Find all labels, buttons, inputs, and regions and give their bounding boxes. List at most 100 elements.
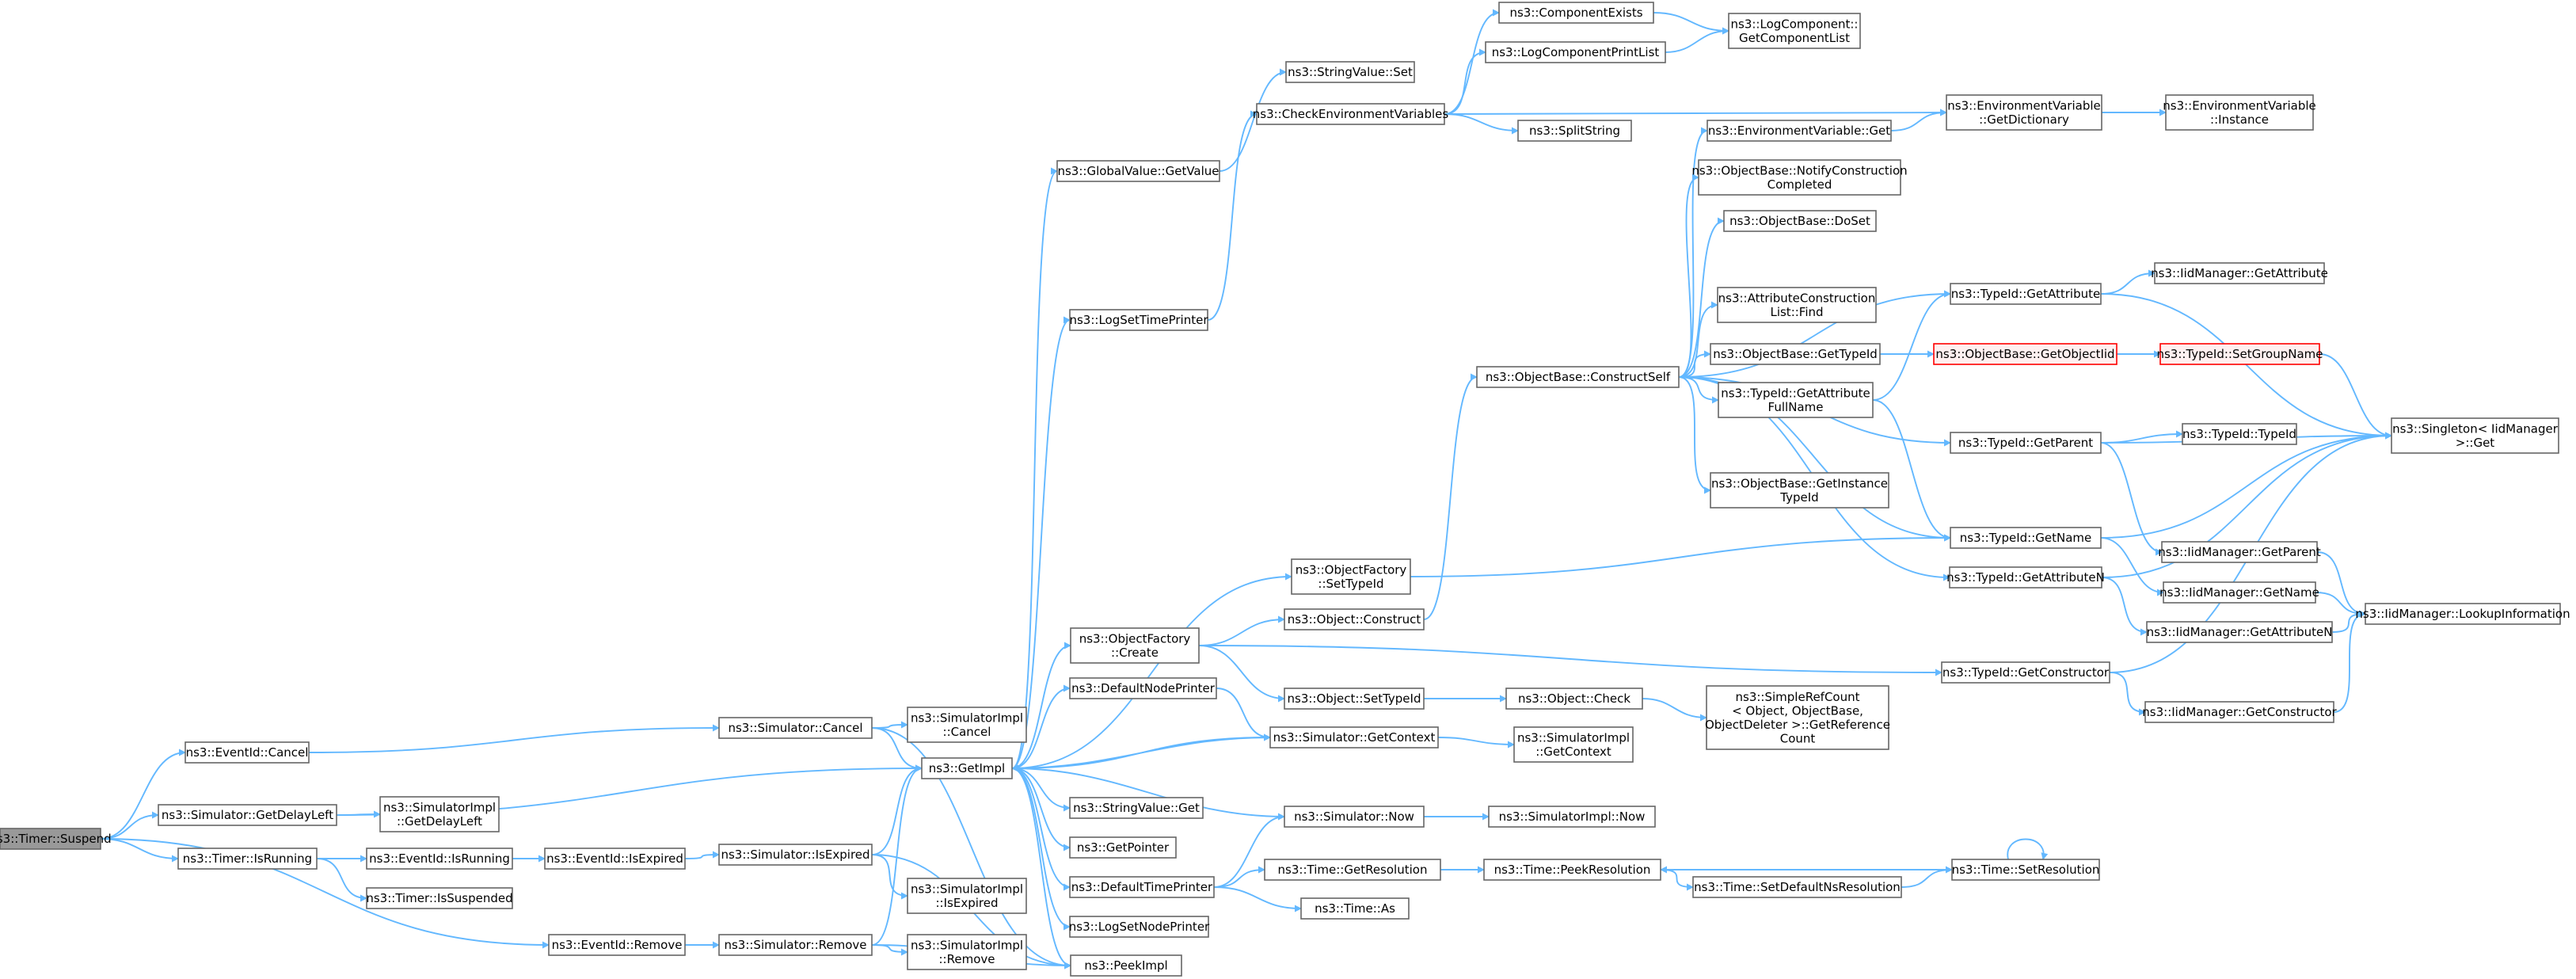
node-sim-remove[interactable]: ns3::Simulator::Remove xyxy=(718,934,873,956)
node-simimpl-getdelayleft[interactable]: ns3::SimulatorImpl::GetDelayLeft xyxy=(379,796,500,832)
node-getpointer[interactable]: ns3::GetPointer xyxy=(1069,836,1177,859)
node-iidmanager-getconstructor[interactable]: ns3::IidManager::GetConstructor xyxy=(2142,701,2338,723)
node-peekimpl[interactable]: ns3::PeekImpl xyxy=(1070,954,1182,977)
node-iidmanager-getparent[interactable]: ns3::IidManager::GetParent xyxy=(2158,541,2321,563)
node-eventid-isexpired[interactable]: ns3::EventId::IsExpired xyxy=(544,848,686,870)
node-box xyxy=(0,828,101,850)
node-checkenv[interactable]: ns3::CheckEnvironmentVariables xyxy=(1253,103,1449,125)
node-simplerefcount-getreferencecount[interactable]: ns3::SimpleRefCount< Object, ObjectBase,… xyxy=(1705,685,1890,750)
node-simimpl-getcontext[interactable]: ns3::SimulatorImpl::GetContext xyxy=(1513,726,1634,763)
node-getimpl[interactable]: ns3::GetImpl xyxy=(921,757,1013,779)
node-globalvalue-getvalue[interactable]: ns3::GlobalValue::GetValue xyxy=(1056,160,1220,182)
edge-typeid-getattributen-to-singleton-get xyxy=(2101,432,2392,578)
node-objectfactory-create[interactable]: ns3::ObjectFactory::Create xyxy=(1070,627,1200,664)
node-label: ns3::SimulatorImpl xyxy=(911,710,1023,725)
node-time-peekresolution[interactable]: ns3::Time::PeekResolution xyxy=(1483,859,1661,881)
node-sim-getcontext[interactable]: ns3::Simulator::GetContext xyxy=(1269,726,1439,749)
node-timer-issuspended[interactable]: ns3::Timer::IsSuspended xyxy=(366,887,513,909)
node-box xyxy=(1710,343,1881,365)
edge-time-setdefaultnsresolution-to-time-setresolution xyxy=(1901,866,1953,888)
node-objectbase-doset[interactable]: ns3::ObjectBase::DoSet xyxy=(1723,210,1877,232)
node-box xyxy=(2391,417,2559,454)
edge-iidmanager-getconstructor-to-iidmanager-lookupinformation xyxy=(2333,610,2366,713)
node-label: ns3::Time::As xyxy=(1315,901,1395,916)
node-object-settypeid[interactable]: ns3::Object::SetTypeId xyxy=(1284,688,1425,710)
node-defaulttimeprinter[interactable]: ns3::DefaultTimePrinter xyxy=(1069,876,1215,898)
node-simimpl-now[interactable]: ns3::SimulatorImpl::Now xyxy=(1488,806,1656,828)
node-label: ns3::Object::SetTypeId xyxy=(1288,691,1421,706)
node-box xyxy=(379,796,500,832)
node-componentexists[interactable]: ns3::ComponentExists xyxy=(1498,2,1654,24)
node-logsettimeprinter[interactable]: ns3::LogSetTimePrinter xyxy=(1069,309,1208,331)
node-iidmanager-getname[interactable]: ns3::IidManager::GetName xyxy=(2159,581,2319,604)
node-time-setdefaultnsresolution[interactable]: ns3::Time::SetDefaultNsResolution xyxy=(1692,876,1902,898)
node-typeid-setgroupname[interactable]: ns3::TypeId::SetGroupName xyxy=(2156,343,2323,365)
node-simimpl-cancel[interactable]: ns3::SimulatorImpl::Cancel xyxy=(907,707,1027,743)
node-object-construct[interactable]: ns3::Object::Construct xyxy=(1284,608,1425,630)
node-logsetnodeprinter[interactable]: ns3::LogSetNodePrinter xyxy=(1069,916,1210,938)
node-box xyxy=(2182,423,2297,445)
node-objectbase-gettypeid[interactable]: ns3::ObjectBase::GetTypeId xyxy=(1710,343,1881,365)
node-label: ns3::GetImpl xyxy=(929,761,1005,775)
node-time-setresolution[interactable]: ns3::Time::SetResolution xyxy=(1951,859,2100,881)
node-sim-isexpired[interactable]: ns3::Simulator::IsExpired xyxy=(718,844,873,866)
node-label: ::GetDictionary xyxy=(1979,112,2069,127)
node-label: ns3::EventId::Cancel xyxy=(186,745,309,760)
node-eventid-cancel[interactable]: ns3::EventId::Cancel xyxy=(185,741,310,764)
node-eventid-remove[interactable]: ns3::EventId::Remove xyxy=(548,934,686,956)
node-stringvalue-set[interactable]: ns3::StringValue::Set xyxy=(1285,61,1415,83)
node-time-getresolution[interactable]: ns3::Time::GetResolution xyxy=(1264,859,1441,881)
node-simimpl-isexpired[interactable]: ns3::SimulatorImpl::IsExpired xyxy=(907,878,1027,914)
node-box xyxy=(2365,603,2561,625)
node-label: ns3::Singleton< IidManager xyxy=(2392,421,2559,436)
node-logcomponent-getcomponentlist[interactable]: ns3::LogComponent::GetComponentList xyxy=(1728,13,1861,49)
node-sim-getdelayleft[interactable]: ns3::Simulator::GetDelayLeft xyxy=(158,804,337,826)
node-label: ::GetContext xyxy=(1535,745,1611,759)
edge-objectbase-constructself-to-objectbase-gettypeid xyxy=(1678,350,1711,378)
node-label: ns3::IidManager::GetParent xyxy=(2158,545,2321,559)
node-time-as[interactable]: ns3::Time::As xyxy=(1300,897,1410,920)
node-splitstring[interactable]: ns3::SplitString xyxy=(1517,120,1632,142)
node-envvar-getdictionary[interactable]: ns3::EnvironmentVariable::GetDictionary xyxy=(1946,94,2102,131)
node-simimpl-remove[interactable]: ns3::SimulatorImpl::Remove xyxy=(907,934,1027,970)
node-envvar-instance[interactable]: ns3::EnvironmentVariable::Instance xyxy=(2163,94,2316,131)
node-box xyxy=(1284,608,1425,630)
node-stringvalue-get[interactable]: ns3::StringValue::Get xyxy=(1069,797,1204,819)
node-box xyxy=(1483,859,1661,881)
node-iidmanager-getattributen[interactable]: ns3::IidManager::GetAttributeN xyxy=(2146,621,2333,643)
node-sim-now[interactable]: ns3::Simulator::Now xyxy=(1284,806,1425,828)
edge-sim-cancel-to-getimpl xyxy=(871,727,923,772)
node-objectbase-constructself[interactable]: ns3::ObjectBase::ConstructSelf xyxy=(1476,366,1680,388)
node-box xyxy=(1933,343,2117,365)
node-logcomponentprintlist[interactable]: ns3::LogComponentPrintList xyxy=(1485,41,1666,63)
node-typeid-typeid[interactable]: ns3::TypeId::TypeId xyxy=(2182,423,2297,445)
node-typeid-getattributen[interactable]: ns3::TypeId::GetAttributeN xyxy=(1946,566,2105,589)
node-defaultnodeprinter[interactable]: ns3::DefaultNodePrinter xyxy=(1069,677,1217,699)
node-sim-cancel[interactable]: ns3::Simulator::Cancel xyxy=(718,717,873,739)
node-label: ns3::TypeId::SetGroupName xyxy=(2156,347,2323,361)
node-timer-isrunning[interactable]: ns3::Timer::IsRunning xyxy=(177,848,318,870)
node-iidmanager-getattribute[interactable]: ns3::IidManager::GetAttribute xyxy=(2151,262,2328,284)
node-suspend[interactable]: ns3::Timer::Suspend xyxy=(0,828,112,850)
node-singleton-get[interactable]: ns3::Singleton< IidManager>::Get xyxy=(2391,417,2559,454)
node-box xyxy=(1950,283,2102,305)
node-eventid-isrunning[interactable]: ns3::EventId::IsRunning xyxy=(366,848,513,870)
node-object-check[interactable]: ns3::Object::Check xyxy=(1505,688,1643,710)
node-objectfactory-settypeid[interactable]: ns3::ObjectFactory::SetTypeId xyxy=(1291,558,1411,595)
edge-typeid-getparent-to-iidmanager-getparent xyxy=(2100,442,2163,556)
node-objectbase-getobjectiid[interactable]: ns3::ObjectBase::GetObjectIid xyxy=(1933,343,2117,365)
node-objectbase-notifyconstruction[interactable]: ns3::ObjectBase::NotifyConstructionCompl… xyxy=(1691,159,1908,196)
node-label: ns3::TypeId::GetAttribute xyxy=(1721,386,1870,400)
node-iidmanager-lookupinformation[interactable]: ns3::IidManager::LookupInformation xyxy=(2355,603,2570,625)
node-envvar-get[interactable]: ns3::EnvironmentVariable::Get xyxy=(1707,120,1892,142)
edge-time-peekresolution-to-time-setdefaultnsresolution xyxy=(1660,869,1694,891)
node-typeid-getconstructor[interactable]: ns3::TypeId::GetConstructor xyxy=(1941,661,2110,684)
node-label: ns3::Simulator::IsExpired xyxy=(721,848,869,862)
node-typeid-getname[interactable]: ns3::TypeId::GetName xyxy=(1950,527,2102,549)
edge-iidmanager-getname-to-iidmanager-lookupinformation xyxy=(2315,592,2366,618)
node-typeid-getattribute[interactable]: ns3::TypeId::GetAttribute xyxy=(1950,283,2102,305)
node-typeid-getparent[interactable]: ns3::TypeId::GetParent xyxy=(1950,432,2102,454)
